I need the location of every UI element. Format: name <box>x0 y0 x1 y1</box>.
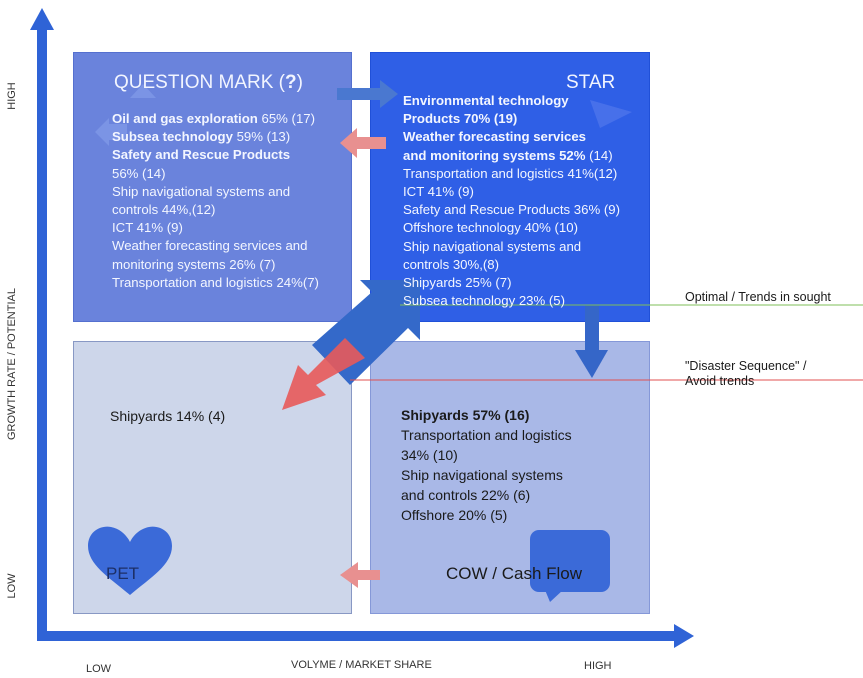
item-text: Safety and Rescue Products 36% (9) <box>403 202 620 218</box>
question-mark-item: Transportation and logistics 24%(7) <box>112 274 319 292</box>
item-text: Transportation and logistics <box>401 427 572 443</box>
cash-flow-bubble-icon <box>530 530 610 602</box>
star-item: Subsea technology 23% (5) <box>403 292 620 310</box>
cow-list: Shipyards 57% (16) Transportation and log… <box>401 405 572 525</box>
item-text: Shipyards 14% (4) <box>110 408 226 424</box>
x-axis-bar <box>37 631 677 641</box>
item-text: ICT 41% (9) <box>112 220 183 236</box>
heart-icon <box>88 526 172 595</box>
question-mark-item: Safety and Rescue Products <box>112 146 319 164</box>
item-text: and controls 22% (6) <box>401 487 531 503</box>
item-text: Transportation and logistics 24%(7) <box>112 274 319 290</box>
x-axis-high-label: HIGH <box>584 660 612 672</box>
cow-item: Shipyards 57% (16) <box>401 405 572 425</box>
item-text: Weather forecasting services and <box>112 238 308 254</box>
item-text: Offshore 20% (5) <box>401 507 508 523</box>
item-bold-text: Weather forecasting services <box>403 129 587 145</box>
y-axis-low-label: LOW <box>6 573 18 599</box>
arrow-star-to-pet <box>282 338 365 410</box>
star-item: Shipyards 25% (7) <box>403 274 620 292</box>
question-mark-item: monitoring systems 26% (7) <box>112 256 319 274</box>
item-text: Ship navigational systems and <box>403 238 582 254</box>
item-text: Offshore technology 40% (10) <box>403 220 578 236</box>
quadrant-star <box>370 52 650 322</box>
star-icon <box>590 100 632 128</box>
item-text: Ship navigational systems <box>401 467 563 483</box>
item-bold-text: Environmental technology <box>403 93 569 108</box>
question-mark-list: Oil and gas exploration 65% (17)Subsea t… <box>112 110 319 292</box>
star-item: ICT 41% (9) <box>403 183 620 201</box>
question-mark-item: Oil and gas exploration 65% (17) <box>112 110 319 128</box>
star-item: Transportation and logistics 41%(12) <box>403 165 620 183</box>
y-axis-high-label: HIGH <box>6 82 18 110</box>
quadrant-question-mark <box>73 52 352 322</box>
star-title: STAR <box>566 72 616 93</box>
item-text: Shipyards 25% (7) <box>403 275 512 291</box>
y-axis-bar <box>37 28 47 640</box>
item-text: Transportation and logistics 41%(12) <box>403 165 618 181</box>
item-text: (14) <box>585 147 613 163</box>
item-text: controls 30%,(8) <box>403 256 500 272</box>
item-bold-text: Oil and gas exploration <box>112 111 258 126</box>
star-item: and monitoring systems 52% (14) <box>403 147 620 165</box>
disaster-trend-note-line2: Avoid trends <box>685 374 755 388</box>
item-bold-text: Shipyards 57% (16) <box>401 407 530 423</box>
question-mark-item: Ship navigational systems and <box>112 183 319 201</box>
item-bold-text: Safety and Rescue Products <box>112 147 291 163</box>
star-item: Weather forecasting services <box>403 128 620 146</box>
arrow-question-to-star <box>337 80 398 108</box>
pet-title: PET <box>106 564 140 583</box>
item-bold-text: Products 70% (19) <box>403 111 518 127</box>
star-item: Offshore technology 40% (10) <box>403 219 620 237</box>
x-axis-low-label: LOW <box>86 663 112 675</box>
question-mark-item: controls 44%,(12) <box>112 201 319 219</box>
item-text: 65% (17) <box>257 111 316 126</box>
arrow-cow-to-pet <box>340 562 380 588</box>
pet-list: Shipyards 14% (4) <box>110 406 225 426</box>
item-bold-text: Subsea technology <box>112 129 233 145</box>
question-mark-item: Weather forecasting services and <box>112 237 319 255</box>
item-text: 34% (10) <box>401 447 458 463</box>
cow-item: Offshore 20% (5) <box>401 505 572 525</box>
arrow-star-to-cow <box>575 305 608 378</box>
item-text: 59% (13) <box>232 129 291 145</box>
disaster-trend-note-line1: "Disaster Sequence" / <box>685 359 807 373</box>
x-axis-title: VOLYME / MARKET SHARE <box>291 659 432 671</box>
item-text: controls 44%,(12) <box>112 202 216 218</box>
star-item: Environmental technology <box>403 92 620 110</box>
item-text: Ship navigational systems and <box>112 183 291 199</box>
cow-item: Transportation and logistics <box>401 425 572 445</box>
star-item: Safety and Rescue Products 36% (9) <box>403 201 620 219</box>
cow-item: Ship navigational systems <box>401 465 572 485</box>
star-item: Ship navigational systems and <box>403 238 620 256</box>
question-move-icon <box>95 84 156 146</box>
arrow-star-to-question <box>340 128 386 158</box>
optimal-trend-note: Optimal / Trends in sought <box>685 290 831 304</box>
y-axis-title: GROWTH RATE / POTENTIAL <box>6 288 18 440</box>
item-text: monitoring systems 26% (7) <box>112 256 276 272</box>
cow-item: and controls 22% (6) <box>401 485 572 505</box>
question-mark-item: 56% (14) <box>112 165 319 183</box>
pet-item: Shipyards 14% (4) <box>110 406 225 426</box>
question-mark-item: Subsea technology 59% (13) <box>112 128 319 146</box>
x-axis-arrowhead <box>674 624 694 648</box>
star-item: controls 30%,(8) <box>403 256 620 274</box>
item-text: 56% (14) <box>112 165 166 181</box>
question-mark-item: ICT 41% (9) <box>112 219 319 237</box>
cow-title: COW / Cash Flow <box>446 564 583 583</box>
cow-item: 34% (10) <box>401 445 572 465</box>
item-text: Subsea technology 23% (5) <box>403 293 566 309</box>
star-item: Products 70% (19) <box>403 110 620 128</box>
item-bold-text: and monitoring systems 52% <box>403 147 586 163</box>
question-mark-title: QUESTION MARK (?) <box>114 72 303 93</box>
item-text: ICT 41% (9) <box>403 184 474 200</box>
y-axis-arrowhead <box>30 8 54 30</box>
